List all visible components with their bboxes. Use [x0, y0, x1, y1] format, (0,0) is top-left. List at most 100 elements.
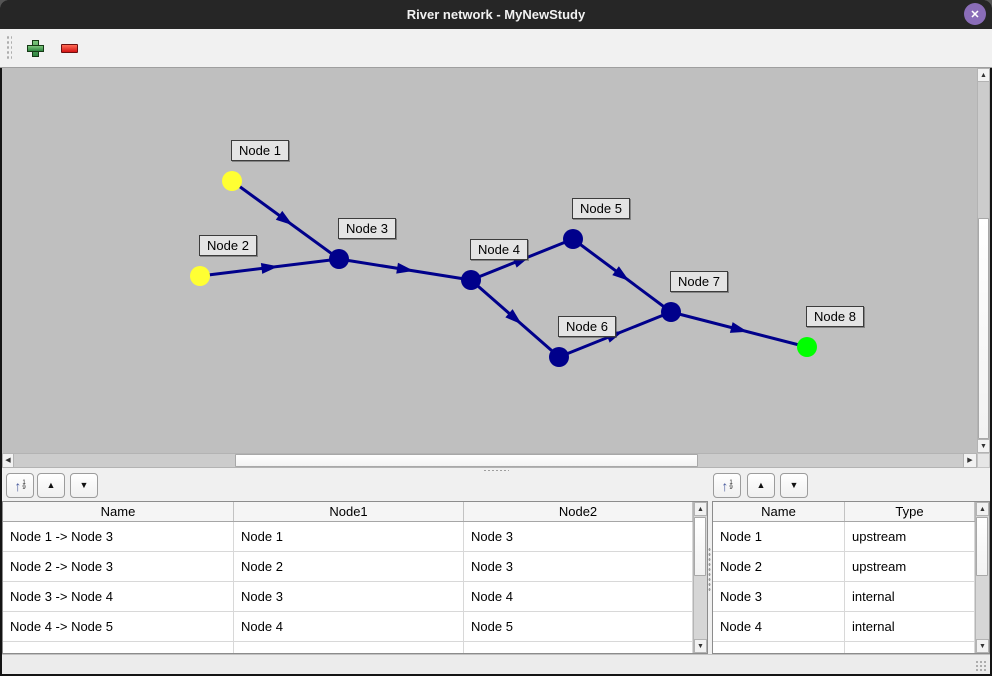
node-label[interactable]: Node 4 — [470, 239, 528, 260]
node-circle[interactable] — [222, 171, 242, 191]
node-label[interactable]: Node 3 — [338, 218, 396, 239]
close-button[interactable]: ✕ — [964, 3, 986, 25]
node-circle[interactable] — [797, 337, 817, 357]
table-cell[interactable]: Node 4 — [713, 612, 845, 641]
node-label[interactable]: Node 6 — [558, 316, 616, 337]
table-cell[interactable]: Node 2 — [713, 552, 845, 581]
scroll-down-icon[interactable]: ▼ — [694, 639, 707, 653]
table-cell[interactable]: upstream — [845, 522, 975, 551]
horizontal-scroll-thumb[interactable] — [235, 454, 698, 467]
vertical-splitter[interactable] — [707, 545, 712, 593]
down-triangle-icon: ▼ — [789, 480, 799, 490]
table-row — [3, 642, 693, 653]
window-title: River network - MyNewStudy — [406, 7, 586, 22]
table-cell[interactable]: internal — [845, 612, 975, 641]
node-label[interactable]: Node 5 — [572, 198, 630, 219]
node-label[interactable]: Node 7 — [670, 271, 728, 292]
scroll-up-icon[interactable]: ▲ — [977, 68, 990, 82]
table-cell[interactable]: Node 1 — [234, 522, 464, 551]
minus-icon — [60, 43, 78, 53]
toolbar-drag-handle[interactable] — [6, 35, 12, 61]
node-circle[interactable] — [329, 249, 349, 269]
table-cell[interactable]: Node 3 — [464, 552, 693, 581]
nodes-move-up-button[interactable]: ▲ — [747, 473, 775, 498]
branches-move-down-button[interactable]: ▼ — [70, 473, 98, 498]
table-cell[interactable]: Node 3 — [464, 522, 693, 551]
nodes-move-down-button[interactable]: ▼ — [780, 473, 808, 498]
scrollbar-corner — [977, 453, 990, 468]
up-triangle-icon: ▲ — [756, 480, 766, 490]
vertical-scroll-thumb[interactable] — [978, 218, 989, 439]
node-circle[interactable] — [549, 347, 569, 367]
canvas-horizontal-scrollbar[interactable]: ◀ ▶ — [2, 453, 977, 468]
edge-arrow-icon — [396, 262, 414, 274]
node-circle[interactable] — [563, 229, 583, 249]
title-bar[interactable]: River network - MyNewStudy ✕ — [0, 0, 992, 29]
table-cell[interactable]: Node 5 — [464, 612, 693, 641]
scroll-up-icon[interactable]: ▲ — [694, 502, 707, 516]
table-scroll-thumb[interactable] — [976, 517, 988, 576]
node-circle[interactable] — [661, 302, 681, 322]
table-cell[interactable]: Node 3 -> Node 4 — [3, 582, 234, 611]
column-header[interactable]: Type — [845, 502, 975, 521]
table-cell[interactable]: upstream — [845, 552, 975, 581]
add-button[interactable] — [22, 35, 48, 61]
table-cell[interactable]: Node 1 -> Node 3 — [3, 522, 234, 551]
branches-move-up-button[interactable]: ▲ — [37, 473, 65, 498]
node-circle[interactable] — [190, 266, 210, 286]
table-cell[interactable]: Node 3 — [713, 582, 845, 611]
horizontal-splitter[interactable] — [2, 468, 990, 472]
edge-arrow-icon — [275, 210, 293, 226]
column-header[interactable]: Node2 — [464, 502, 693, 521]
table-cell[interactable]: Node 2 -> Node 3 — [3, 552, 234, 581]
node-circle[interactable] — [461, 270, 481, 290]
table-scroll-thumb[interactable] — [694, 517, 706, 576]
node-label[interactable]: Node 2 — [199, 235, 257, 256]
table-cell[interactable]: Node 2 — [234, 552, 464, 581]
network-canvas[interactable]: Node 1 Node 2 Node 3 Node 4 Node 5 Node 6 Node… — [2, 68, 977, 453]
edge-arrow-icon — [260, 263, 279, 274]
remove-button[interactable] — [56, 35, 82, 61]
table-cell[interactable]: Node 4 — [464, 582, 693, 611]
table-cell[interactable]: Node 4 — [234, 612, 464, 641]
table-cell[interactable]: internal — [845, 582, 975, 611]
scroll-up-icon[interactable]: ▲ — [976, 502, 989, 516]
status-bar — [2, 654, 990, 674]
canvas-vertical-scrollbar[interactable]: ▲ ▼ — [977, 68, 990, 453]
column-header[interactable]: Name — [713, 502, 845, 521]
splitter-dots — [483, 468, 509, 472]
table-cell[interactable]: Node 1 — [713, 522, 845, 551]
scroll-down-icon[interactable]: ▼ — [976, 639, 989, 653]
edge-arrow-icon — [729, 322, 748, 333]
node-label[interactable]: Node 8 — [806, 306, 864, 327]
column-header[interactable]: Node1 — [234, 502, 464, 521]
main-toolbar — [0, 29, 992, 68]
close-icon: ✕ — [970, 8, 980, 21]
scroll-right-icon[interactable]: ▶ — [963, 453, 977, 468]
branches-table-scrollbar[interactable]: ▲ ▼ — [693, 502, 707, 653]
node-label[interactable]: Node 1 — [231, 140, 289, 161]
column-header[interactable]: Name — [3, 502, 234, 521]
edge-arrow-icon — [505, 309, 522, 325]
resize-grip-icon[interactable] — [975, 660, 986, 671]
scroll-left-icon[interactable]: ◀ — [2, 453, 14, 468]
up-triangle-icon: ▲ — [46, 480, 56, 490]
scroll-down-icon[interactable]: ▼ — [977, 439, 990, 453]
nodes-table-scrollbar[interactable]: ▲ ▼ — [975, 502, 989, 653]
table-cell[interactable]: Node 3 — [234, 582, 464, 611]
table-cell[interactable]: Node 4 -> Node 5 — [3, 612, 234, 641]
